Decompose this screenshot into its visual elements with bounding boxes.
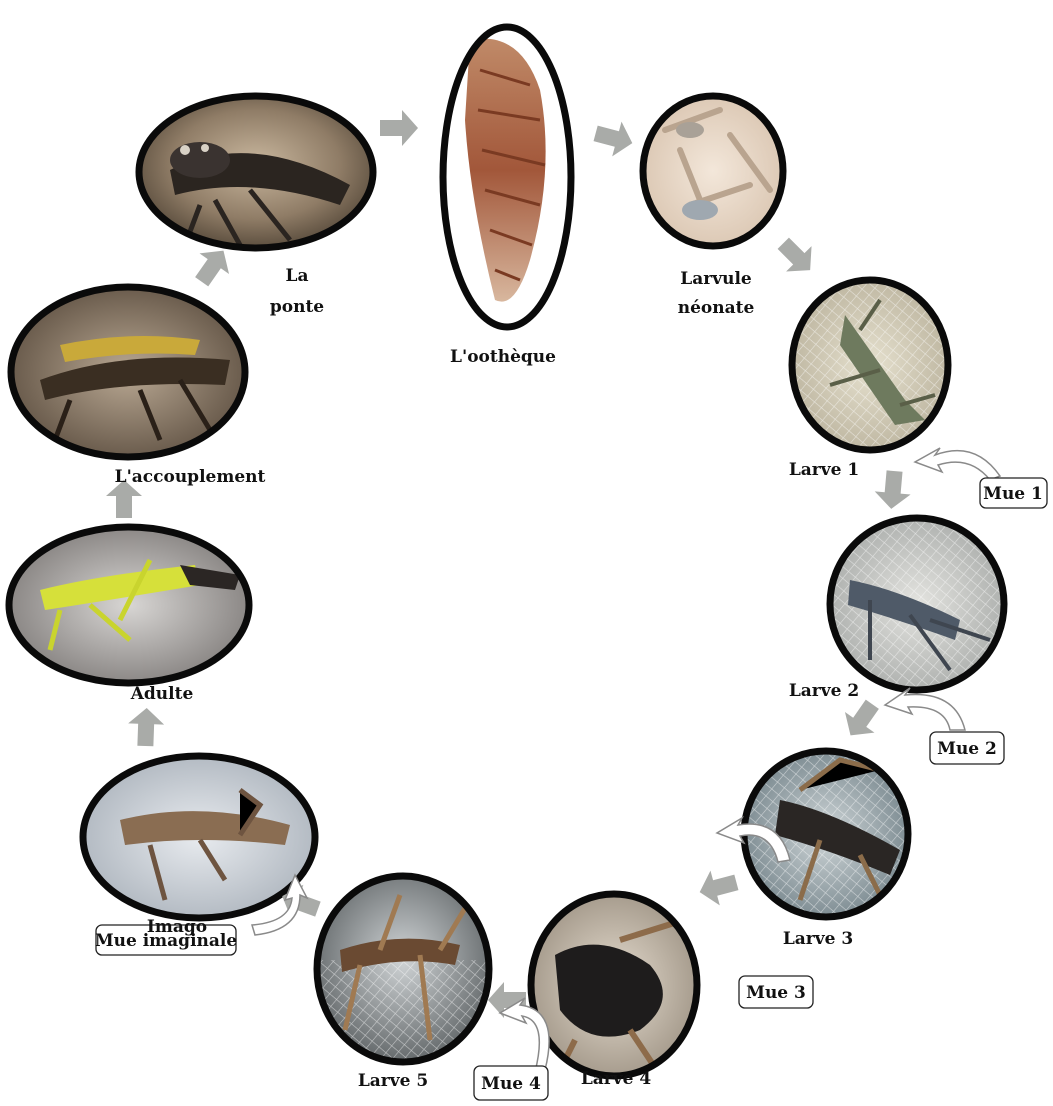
arrow-imago-to-adulte	[127, 707, 164, 746]
stage-adulte	[9, 527, 249, 683]
molt-arrow-2	[885, 688, 965, 730]
label-larvule-1: Larvule	[680, 269, 752, 289]
molt-label-mue1: Mue 1	[980, 478, 1047, 508]
label-ootheque: L'oothèque	[450, 347, 556, 367]
arrow-larvule-to-larve1	[771, 231, 823, 283]
label-larve2: Larve 2	[789, 681, 859, 701]
label-ponte-1: La	[286, 266, 309, 286]
molt-arrow-1	[915, 448, 1000, 480]
label-accouplement: L'accouplement	[115, 467, 266, 487]
arrow-larve2-to-larve3	[836, 694, 887, 746]
stage-larve4	[531, 894, 700, 1076]
molt-label-mue3: Mue 3	[739, 976, 813, 1008]
arrow-larve1-to-larve2	[873, 469, 912, 510]
molt-label-mue4: Mue 4	[474, 1066, 548, 1100]
arrow-ponte-to-ootheque	[380, 110, 418, 146]
arrow-ootheque-to-larvule	[591, 116, 637, 161]
stage-larve1	[790, 280, 950, 450]
label-larve3: Larve 3	[783, 929, 853, 949]
stage-larve5	[317, 876, 492, 1065]
label-imago: Imago	[147, 917, 207, 937]
stage-accouplement	[11, 287, 245, 457]
stage-larvule	[643, 96, 783, 246]
stage-larve2	[830, 518, 1005, 693]
svg-text:Mue 3: Mue 3	[746, 983, 806, 1003]
molt-label-mue2: Mue 2	[930, 732, 1004, 764]
svg-text:Mue 2: Mue 2	[937, 739, 997, 759]
stage-imago	[83, 756, 315, 918]
arrow-larve3-to-larve4	[695, 865, 741, 910]
label-larve5: Larve 5	[358, 1071, 428, 1091]
label-ponte-2: ponte	[270, 297, 324, 317]
svg-text:Mue 1: Mue 1	[983, 484, 1043, 504]
label-larve1: Larve 1	[789, 460, 859, 480]
label-larve4: Larve 4	[581, 1069, 652, 1089]
stage-ponte	[139, 96, 373, 248]
label-larvule-2: néonate	[678, 298, 755, 318]
label-adulte: Adulte	[130, 684, 194, 704]
svg-text:Mue 4: Mue 4	[481, 1074, 541, 1094]
stage-ootheque	[443, 27, 571, 327]
